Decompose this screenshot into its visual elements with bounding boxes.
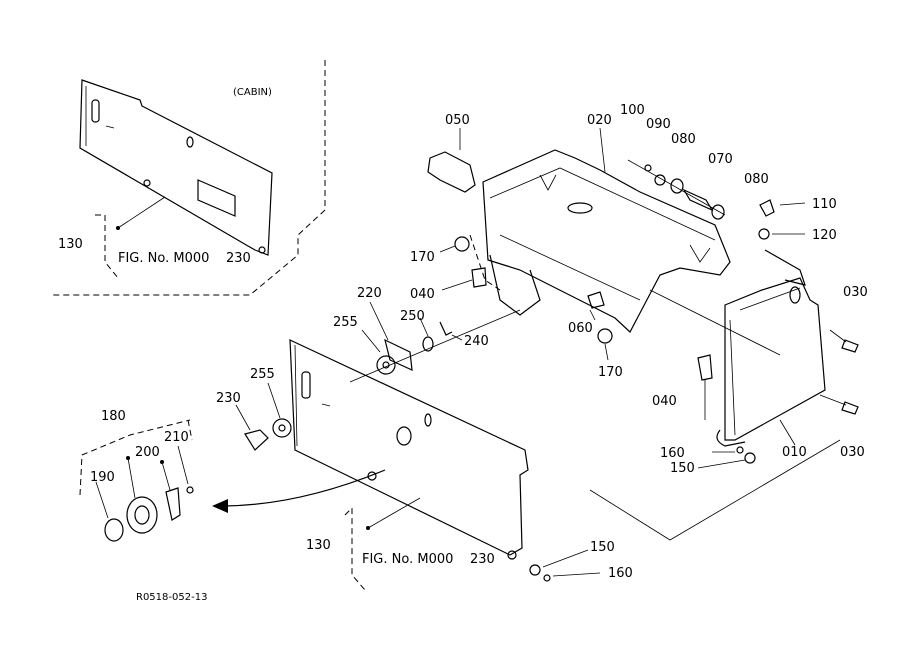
label-250: 250 [400, 309, 425, 324]
label-020: 020 [587, 113, 612, 128]
part-060 [587, 291, 605, 309]
label-190: 190 [90, 470, 115, 485]
frame-assembly [349, 127, 859, 541]
label-040b: 040 [652, 394, 677, 409]
fig-ref-bottom: FIG. No. M000 [362, 552, 453, 567]
label-060: 060 [568, 321, 593, 336]
nut-160a [736, 446, 744, 454]
part-110 [759, 199, 775, 217]
ring-190 [104, 518, 124, 542]
label-070: 070 [708, 152, 733, 167]
inset-border [50, 60, 326, 296]
plate-220 [384, 338, 413, 371]
label-130-bottom: 130 [306, 538, 331, 553]
washer-255b [272, 418, 292, 438]
part-080a [670, 178, 684, 194]
cam-210 [165, 487, 181, 521]
label-255b: 255 [250, 367, 275, 382]
panel-window [197, 179, 236, 217]
part-120 [758, 228, 770, 240]
label-230-top: 230 [226, 251, 251, 266]
label-130-top: 130 [58, 237, 83, 252]
washer-255a [376, 355, 396, 375]
knob-230 [244, 429, 269, 451]
label-080a: 080 [671, 132, 696, 147]
washer-150b [529, 564, 541, 576]
label-090: 090 [646, 117, 671, 132]
panel-slot [91, 99, 100, 123]
bracket-050 [427, 151, 476, 193]
label-210: 210 [164, 430, 189, 445]
panel-slot-main [301, 371, 311, 399]
label-040a: 040 [410, 287, 435, 302]
bolt-040a [471, 267, 487, 288]
spring-240 [439, 321, 453, 336]
label-255a: 255 [333, 315, 358, 330]
assembly-arrow [224, 469, 386, 507]
label-180: 180 [101, 409, 126, 424]
panel-130 [289, 339, 529, 556]
nut-160b [543, 574, 551, 582]
frame-020 [482, 149, 731, 333]
washer-250 [422, 336, 434, 352]
part-170b [597, 328, 613, 344]
label-200: 200 [135, 445, 160, 460]
label-120: 120 [812, 228, 837, 243]
label-160b: 160 [608, 566, 633, 581]
bolt-030a [841, 339, 859, 353]
front-panel-assembly [212, 301, 601, 591]
lock-assembly [79, 419, 194, 542]
inset-note: (CABIN) [233, 87, 272, 98]
bolt-030b [841, 401, 859, 415]
label-220: 220 [357, 286, 382, 301]
label-100: 100 [620, 103, 645, 118]
part-170a [454, 236, 470, 252]
panel-latch [396, 426, 412, 446]
cabin-panel [79, 79, 273, 256]
cabin-inset: (CABIN) 130 FIG. No. M000 230 [50, 60, 326, 296]
label-230a: 230 [216, 391, 241, 406]
label-110: 110 [812, 197, 837, 212]
label-030a: 030 [843, 285, 868, 300]
label-150a: 150 [670, 461, 695, 476]
label-240: 240 [464, 334, 489, 349]
label-230-bottom: 230 [470, 552, 495, 567]
label-050: 050 [445, 113, 470, 128]
label-080b: 080 [744, 172, 769, 187]
part-080b [711, 204, 725, 220]
label-010: 010 [782, 445, 807, 460]
bolt-040b [697, 354, 713, 381]
label-160a: 160 [660, 446, 685, 461]
doc-code: R0518-052-13 [136, 592, 207, 603]
part-090 [654, 174, 666, 186]
washer-150a [744, 452, 756, 464]
label-170a: 170 [410, 250, 435, 265]
fig-ref-top: FIG. No. M000 [118, 251, 209, 266]
label-030b: 030 [840, 445, 865, 460]
frame-010 [724, 277, 826, 441]
label-150b: 150 [590, 540, 615, 555]
label-170b: 170 [598, 365, 623, 380]
lock-cylinder-200 [126, 496, 158, 534]
